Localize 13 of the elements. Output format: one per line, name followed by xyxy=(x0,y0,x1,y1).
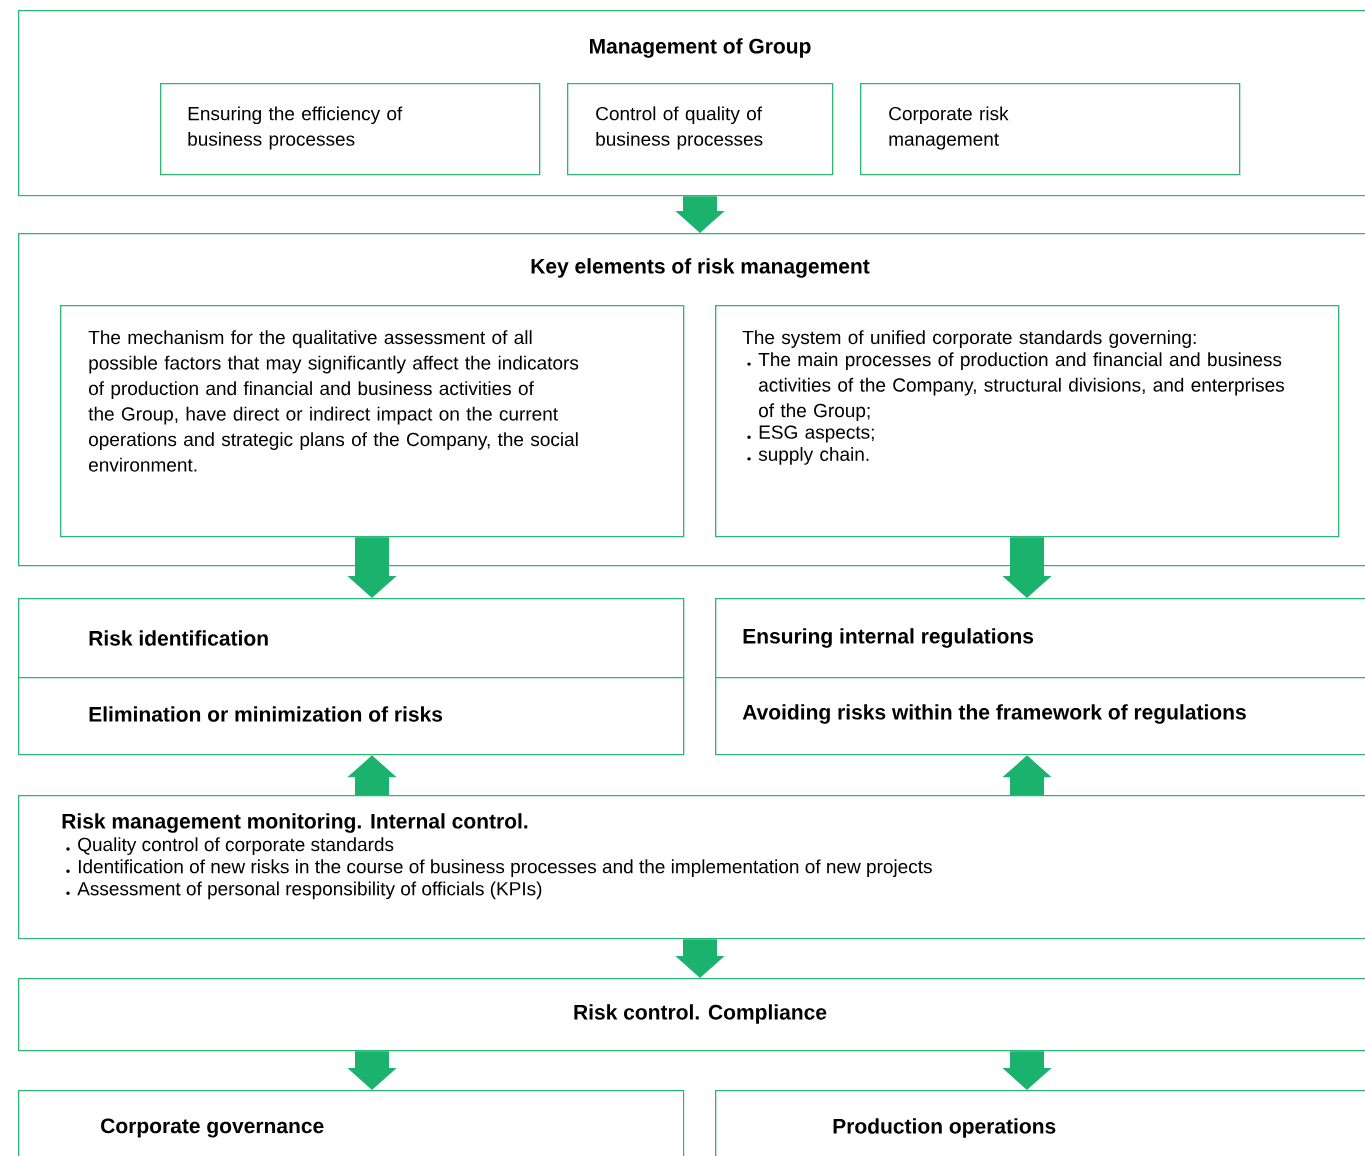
step-box: Elimination or minimization of risks xyxy=(18,677,685,756)
step-box: Avoiding risks within the framework of regulations xyxy=(715,677,1365,756)
compliance-box: Risk control. Compliance xyxy=(18,978,1365,1052)
monitoring-box: Risk management monitoring. Internal control. Quality control of corporate standards Identification of new risks in the course of business processes and the implementation of new projects Assessment of personal responsibility of officials (KPIs) xyxy=(18,795,1365,940)
process-box: Control of quality of business processes xyxy=(567,83,834,176)
step-box: Ensuring internal regulations xyxy=(715,598,1365,679)
area-box: Production operations xyxy=(715,1090,1365,1156)
text-box: The mechanism for the qualitative assessment of all possible factors that may significantly affect the indicators of production and financial and business activities of the Group, have direct or indirect impact on the current operations and strategic plans of the Company, the social environment. xyxy=(60,305,685,538)
text-box: The system of unified corporate standards governing: The main processes of production and financial and business activities of the Company, structural divisions, and enterprises of the Group; ESG aspects; supply chain. xyxy=(715,305,1340,538)
process-box: Ensuring the efficiency of business processes xyxy=(160,83,541,176)
process-box: Corporate risk management xyxy=(860,83,1241,176)
area-box: Corporate governance xyxy=(18,1090,685,1156)
step-box: Risk identification xyxy=(18,598,685,679)
